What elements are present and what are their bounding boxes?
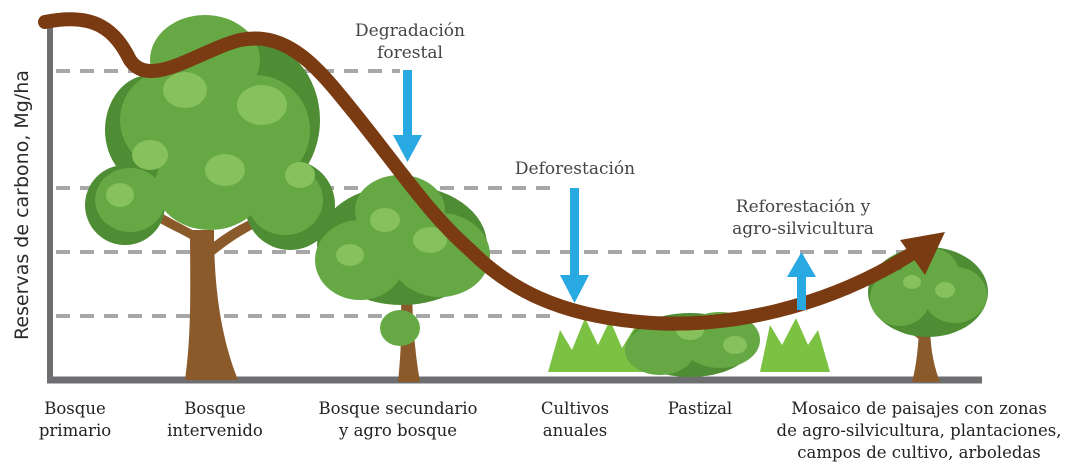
category-cultivos-anuales: Cultivos anuales — [520, 398, 630, 442]
annotation-reforestacion: Reforestación y agro-silvicultura — [718, 196, 888, 240]
y-axis-label: Reservas de carbono, Mg/ha — [11, 70, 33, 340]
category-line: intervenido — [167, 421, 263, 440]
annotation-reforestacion-line-1: Reforestación y — [735, 197, 871, 217]
reforestation-arrow — [787, 252, 816, 310]
category-line: de agro-silvicultura, plantaciones, — [776, 421, 1062, 440]
category-line: campos de cultivo, arboledas — [797, 443, 1041, 462]
category-line: primario — [38, 421, 112, 440]
category-line: anuales — [542, 421, 608, 440]
annotation-degradacion-line-2: forestal — [377, 43, 443, 63]
category-line: Bosque — [44, 399, 106, 418]
annotation-reforestacion-line-2: agro-silvicultura — [732, 219, 874, 239]
carbon-curve — [38, 12, 945, 331]
category-bosque-intervenido: Bosque intervenido — [150, 398, 280, 442]
category-mosaico: Mosaico de paisajes con zonas de agro-si… — [758, 398, 1080, 462]
degradation-arrow — [393, 70, 422, 162]
category-pastizal: Pastizal — [650, 398, 750, 420]
category-line: Pastizal — [667, 399, 733, 418]
category-line: y agro bosque — [339, 421, 457, 440]
annotation-deforestacion: Deforestación — [495, 158, 655, 180]
large-tree — [85, 15, 335, 380]
medium-tree — [315, 175, 490, 382]
category-line: Cultivos — [540, 399, 610, 418]
deforestation-arrow — [560, 188, 589, 303]
category-bosque-primario: Bosque primario — [20, 398, 130, 442]
category-line: Bosque secundario — [318, 399, 478, 418]
annotation-degradacion: Degradación forestal — [335, 20, 485, 64]
annotation-deforestacion-line-1: Deforestación — [514, 159, 636, 179]
category-line: Bosque — [184, 399, 246, 418]
category-bosque-secundario: Bosque secundario y agro bosque — [298, 398, 498, 442]
annotation-degradacion-line-1: Degradación — [355, 21, 465, 41]
category-line: Mosaico de paisajes con zonas — [791, 399, 1047, 418]
curve-arrowhead — [900, 232, 945, 275]
